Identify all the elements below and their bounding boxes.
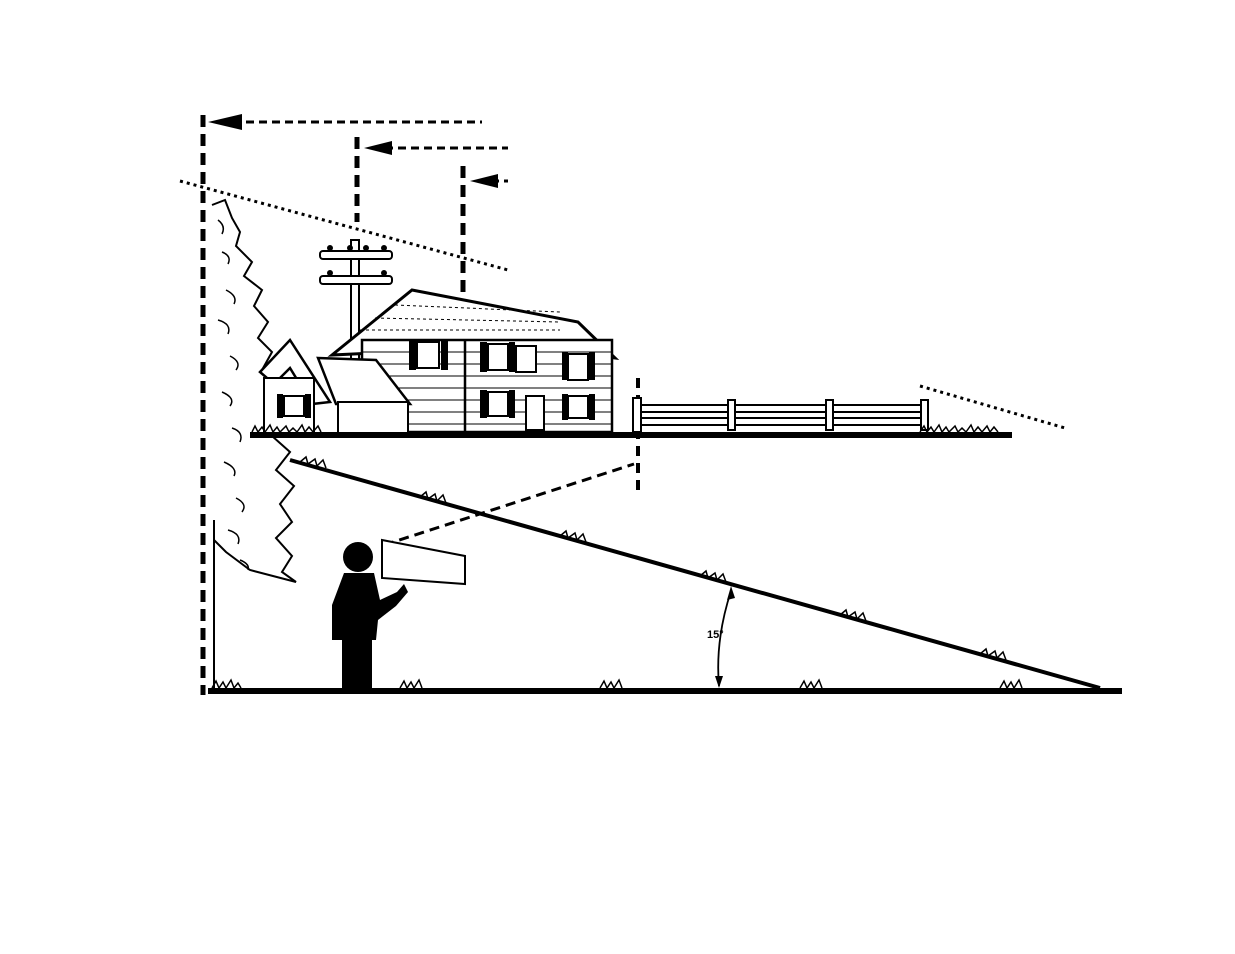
line-of-sight — [384, 464, 634, 545]
right-sight-line — [920, 386, 1065, 428]
fence-rail-bottom — [640, 418, 928, 425]
tree-inner-foliage — [218, 220, 248, 570]
mid-arrowhead-icon — [364, 141, 392, 155]
low-arrowhead-icon — [470, 174, 498, 188]
observer-with-antenna — [332, 540, 465, 690]
fence-post — [826, 400, 833, 430]
fence-post — [633, 398, 641, 432]
pole-crossarm-bottom — [320, 276, 392, 284]
house — [260, 290, 615, 434]
fence-rail-top — [640, 405, 928, 412]
tall-arrowhead-icon — [208, 114, 242, 130]
tree-line — [212, 200, 296, 690]
angle-arrow-down-icon — [715, 676, 723, 688]
antenna-icon — [382, 540, 465, 584]
observer-head — [343, 542, 373, 572]
pole-crossarm-top — [320, 251, 392, 259]
observer-body — [332, 573, 408, 690]
fence-post — [728, 400, 735, 430]
wing-wall — [338, 402, 408, 434]
angle-label: 15° — [707, 629, 724, 641]
fence — [633, 398, 928, 432]
angle-arrow-up-icon — [727, 586, 735, 600]
